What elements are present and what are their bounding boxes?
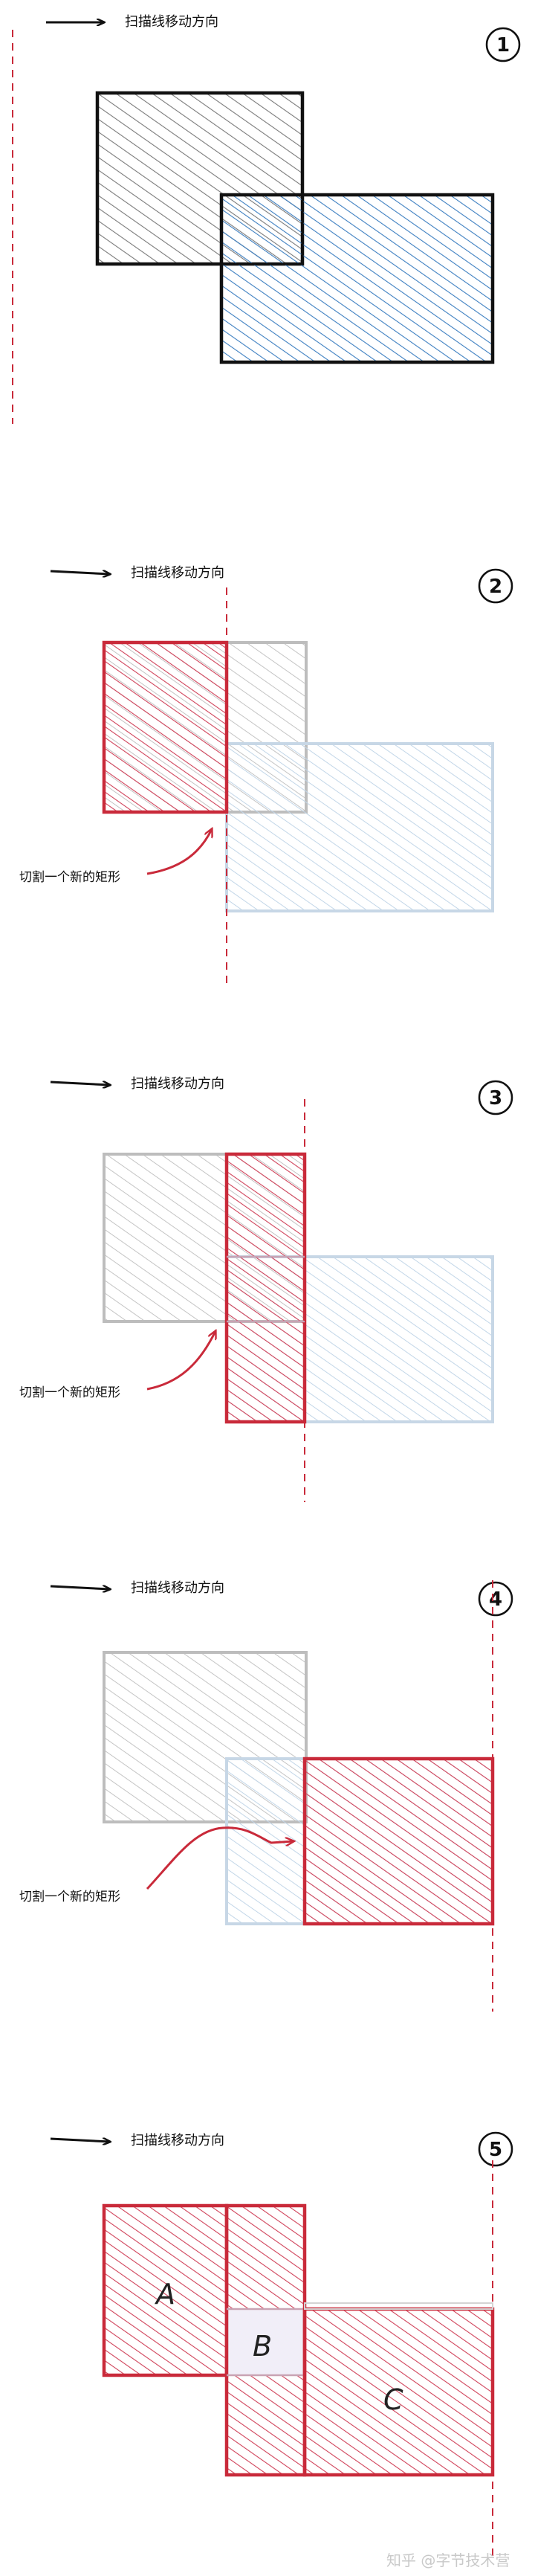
direction-label: 扫描线移动方向 (131, 1580, 224, 1596)
overlap-outline (220, 193, 304, 265)
step-number-badge: 1 (485, 27, 521, 62)
blue-rectangle-faded (225, 742, 494, 912)
cut-label: 切割一个新的矩形 (19, 1385, 120, 1400)
region-b (224, 2203, 307, 2477)
cut-label: 切割一个新的矩形 (19, 870, 120, 885)
direction-label: 扫描线移动方向 (131, 2133, 224, 2148)
cut-rectangle (302, 1756, 495, 1926)
step-number: 5 (489, 2139, 502, 2161)
cut-rectangle (102, 640, 229, 814)
direction-arrow (50, 2137, 110, 2142)
step-number-badge: 2 (478, 568, 513, 604)
step-number-badge: 3 (478, 1080, 513, 1115)
cut-arrow (146, 1826, 294, 1890)
cut-rectangle (224, 1152, 307, 1424)
direction-label: 扫描线移动方向 (131, 1076, 224, 1092)
step-2-panel: 扫描线移动方向 2 切割一个新的矩形 (19, 565, 513, 989)
step-number-badge: 5 (478, 2131, 513, 2167)
step-3-panel: 扫描线移动方向 3 切割一个新的矩形 (19, 1076, 513, 1502)
cut-label: 切割一个新的矩形 (19, 1890, 120, 1904)
region-a (102, 2203, 229, 2377)
step-1-panel: 扫描线移动方向 1 (12, 14, 521, 424)
direction-arrow (50, 1585, 110, 1589)
cut-arrow (146, 1331, 215, 1391)
direction-arrow (50, 1081, 110, 1085)
region-b-label: B (253, 2330, 272, 2363)
step-number: 1 (496, 34, 510, 57)
step-number: 2 (489, 576, 502, 598)
step-number: 4 (489, 1588, 502, 1611)
cut-arrow (146, 829, 212, 875)
step-4-panel: 扫描线移动方向 4 切割一个新的矩形 (19, 1580, 513, 2012)
direction-label: 扫描线移动方向 (125, 14, 218, 30)
region-c (302, 2302, 495, 2477)
direction-label: 扫描线移动方向 (131, 565, 224, 581)
step-number-badge: 4 (478, 1581, 513, 1617)
region-a-label: A (154, 2278, 175, 2311)
region-c-label: C (383, 2383, 403, 2416)
blue-rectangle (219, 193, 495, 364)
direction-arrow (50, 570, 110, 574)
step-number: 3 (489, 1087, 502, 1110)
watermark: 知乎 @字节技术营 (386, 2551, 510, 2569)
step-5-panel: 扫描线移动方向 5 A B C (50, 2131, 513, 2558)
